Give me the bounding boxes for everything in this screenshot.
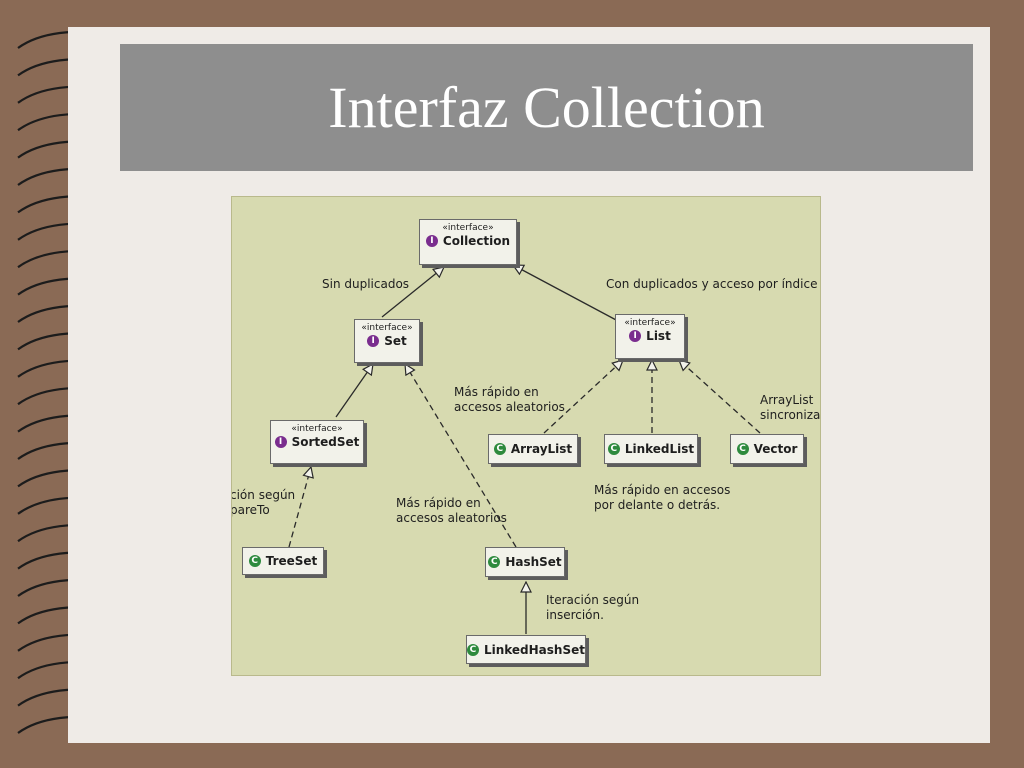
node-linkedhashset-label: LinkedHashSet (483, 642, 585, 657)
note-iteracion-compareto: ción según pareTo (231, 488, 296, 518)
node-list: «interface» I List (615, 314, 685, 359)
node-hashset: C HashSet (485, 547, 565, 577)
slide-title: Interfaz Collection (328, 74, 765, 140)
node-collection-label: Collection (442, 234, 511, 248)
node-hashset-label: HashSet (505, 555, 562, 569)
node-linkedlist-label: LinkedList (624, 442, 695, 456)
note-con-duplicados: Con duplicados y acceso por índice (606, 277, 818, 291)
edge-list-collection (513, 265, 619, 322)
node-arraylist-label: ArrayList (510, 442, 573, 456)
note-arraylist-sincronizado: ArrayList sincronizad (760, 393, 821, 423)
class-icon: C (736, 443, 749, 455)
interface-icon: I (274, 436, 287, 448)
node-vector-label: Vector (753, 442, 798, 456)
note-mas-rapido-arraylist: Más rápido en accesos aleatorios (454, 385, 565, 415)
note-line: accesos aleatorios (396, 511, 507, 525)
class-icon: C (248, 555, 261, 567)
note-line: por delante o detrás. (594, 498, 721, 512)
class-icon: C (467, 643, 479, 656)
node-vector: C Vector (730, 434, 804, 464)
class-icon: C (607, 443, 620, 455)
edge-sortedset-set (335, 364, 373, 418)
stereotype-label: «interface» (442, 223, 494, 233)
node-sortedset-label: SortedSet (291, 435, 360, 449)
node-arraylist: C ArrayList (488, 434, 578, 464)
edge-treeset-sortedset (288, 467, 311, 548)
note-line: ArrayList (760, 393, 814, 407)
note-line: Más rápido en accesos (594, 483, 731, 497)
edge-arraylist-list (543, 360, 623, 434)
edge-hashset-set (405, 364, 517, 548)
note-line: pareTo (231, 503, 270, 517)
interface-icon: I (367, 335, 380, 347)
edge-set-collection (381, 267, 444, 318)
class-icon: C (488, 556, 501, 568)
note-line: Más rápido en (454, 385, 539, 399)
node-collection: «interface» I Collection (419, 219, 517, 265)
note-sin-duplicados: Sin duplicados (322, 277, 410, 291)
diagram-connectors (288, 197, 761, 634)
note-mas-rapido-hashset: Más rápido en accesos aleatorios (396, 496, 507, 526)
title-bar: Interfaz Collection (120, 44, 973, 171)
note-iteracion-insercion: Iteración según inserción. (546, 593, 639, 623)
node-linkedlist: C LinkedList (604, 434, 698, 464)
interface-icon: I (425, 235, 438, 247)
node-set: «interface» I Set (354, 319, 420, 363)
node-linkedhashset: C LinkedHashSet (466, 635, 586, 664)
note-line: ción según (231, 488, 296, 502)
edge-vector-list (679, 360, 761, 434)
class-icon: C (493, 443, 506, 455)
note-line: sincronizad (760, 408, 821, 422)
stereotype-label: «interface» (361, 323, 413, 333)
node-treeset-label: TreeSet (265, 554, 318, 568)
node-list-label: List (646, 329, 671, 343)
note-line: Más rápido en (396, 496, 481, 510)
node-sortedset: «interface» I SortedSet (270, 420, 364, 464)
node-treeset: C TreeSet (242, 547, 324, 575)
interface-icon: I (629, 330, 642, 342)
note-line: Iteración según (546, 593, 640, 607)
note-line: accesos aleatorios (454, 400, 565, 414)
note-mas-rapido-linkedlist: Más rápido en accesos por delante o detr… (594, 483, 730, 513)
note-line: inserción. (546, 608, 604, 622)
uml-diagram: «interface» I Collection «interface» I Set… (231, 196, 821, 676)
stereotype-label: «interface» (624, 318, 676, 328)
stereotype-label: «interface» (291, 424, 343, 434)
node-set-label: Set (384, 334, 407, 348)
